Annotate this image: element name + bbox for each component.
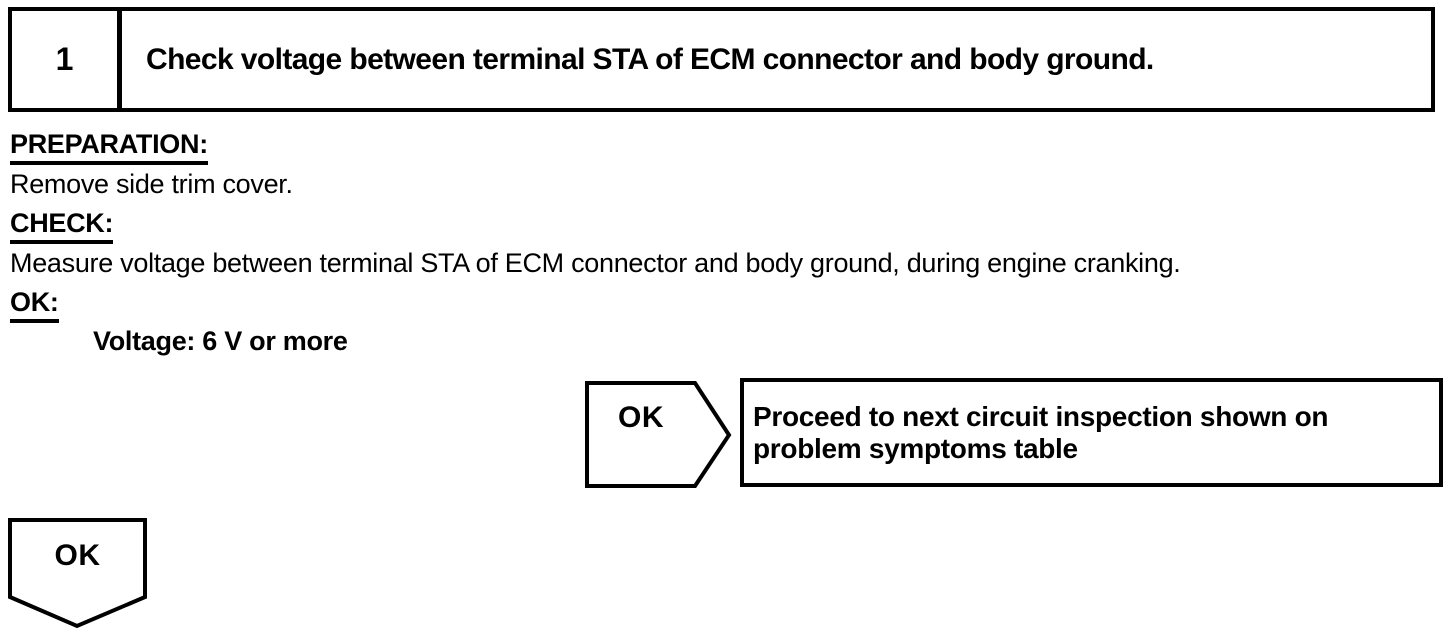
check-text: Measure voltage between terminal STA of … — [10, 248, 1181, 278]
ok-right-arrow-shape — [585, 381, 732, 488]
step-number: 1 — [55, 41, 74, 77]
ok-branch-connector: OK — [585, 381, 732, 488]
step-header-box: 1 Check voltage between terminal STA of … — [8, 7, 1435, 112]
step-title: Check voltage between terminal STA of EC… — [146, 42, 1154, 76]
step-number-cell: 1 — [12, 11, 122, 108]
preparation-text: Remove side trim cover. — [10, 169, 293, 199]
preparation-label: PREPARATION: — [10, 129, 208, 165]
ok-branch-action-line-2: problem symptoms table — [753, 432, 1078, 464]
ok-branch-action-box: Proceed to next circuit inspection shown… — [740, 378, 1443, 487]
ok-branch-action-line-1: Proceed to next circuit inspection shown… — [753, 400, 1329, 432]
ok-continue-marker: OK — [8, 518, 147, 629]
ok-label: OK: — [10, 287, 59, 323]
ok-continue-marker-label: OK — [54, 539, 101, 572]
ok-branch-connector-label: OK — [618, 401, 664, 434]
ok-down-arrow-shape — [8, 518, 147, 629]
ok-spec-text: Voltage: 6 V or more — [93, 326, 348, 356]
check-label: CHECK: — [10, 208, 114, 244]
